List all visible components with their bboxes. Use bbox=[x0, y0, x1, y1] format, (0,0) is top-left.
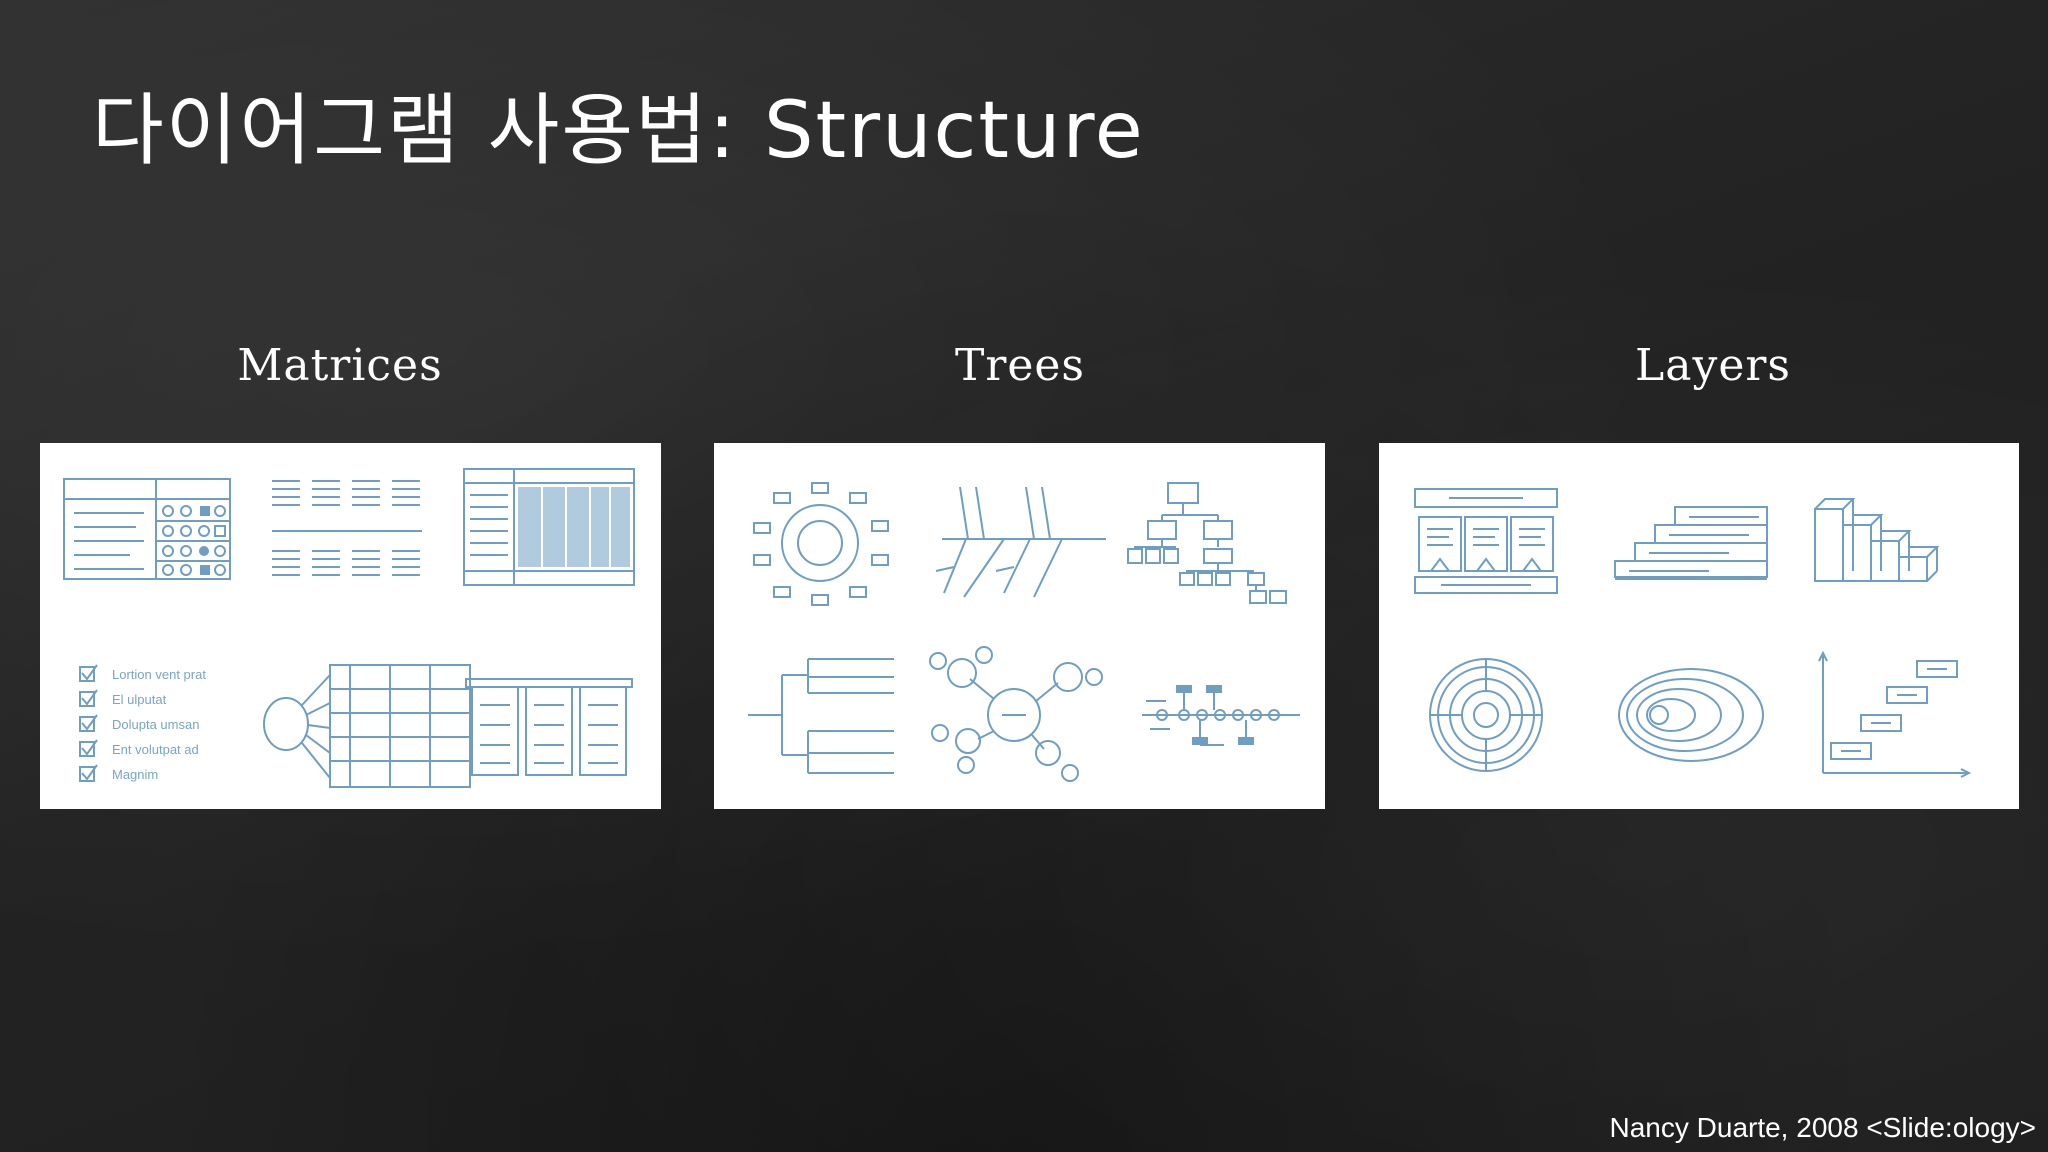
checklist-item: Dolupta umsan bbox=[112, 717, 199, 732]
matrix-columns-icon bbox=[465, 678, 633, 776]
layers-steps-icon bbox=[1614, 506, 1768, 580]
layers-chart-icon bbox=[1818, 650, 1972, 778]
matrices-diagrams: Lortion vent prat El ulputat Dolupta ums… bbox=[63, 468, 635, 788]
matrices-panel: Lortion vent prat El ulputat Dolupta ums… bbox=[40, 443, 661, 809]
matrix-checklist-icon: Lortion vent prat El ulputat Dolupta ums… bbox=[79, 664, 206, 782]
matrix-data-table-icon bbox=[463, 468, 635, 586]
checklist-item: Magnim bbox=[112, 767, 158, 782]
label-layers: Layers bbox=[1635, 340, 1791, 391]
matrix-list-icon bbox=[272, 480, 422, 576]
tree-org-chart-icon bbox=[1127, 482, 1287, 604]
checklist-item: Ent volutpat ad bbox=[112, 742, 199, 757]
slide-title: 다이어그램 사용법: Structure bbox=[92, 86, 1145, 176]
source-credit: Nancy Duarte, 2008 <Slide:ology> bbox=[1609, 1112, 2037, 1143]
layers-target-icon bbox=[1429, 658, 1543, 772]
tree-bracket-icon bbox=[748, 658, 894, 774]
matrix-table-icon bbox=[63, 478, 231, 580]
tree-timeline-icon bbox=[1142, 685, 1300, 746]
label-trees: Trees bbox=[954, 340, 1086, 391]
layers-3d-steps-icon bbox=[1814, 498, 1940, 582]
tree-fishbone-icon bbox=[935, 486, 1106, 598]
trees-panel bbox=[714, 443, 1325, 809]
label-matrices: Matrices bbox=[237, 340, 443, 391]
layers-diagrams bbox=[1414, 488, 1972, 778]
layers-ellipses-icon bbox=[1618, 668, 1764, 762]
layers-panel bbox=[1379, 443, 2019, 809]
checklist-item: Lortion vent prat bbox=[112, 667, 206, 682]
trees-diagrams bbox=[748, 482, 1300, 782]
checklist-item: El ulputat bbox=[112, 692, 167, 707]
tree-mindmap-icon bbox=[929, 646, 1103, 782]
matrix-circle-grid-icon bbox=[263, 664, 471, 788]
tree-radial-icon bbox=[753, 482, 889, 606]
layers-pillars-icon bbox=[1414, 488, 1558, 594]
